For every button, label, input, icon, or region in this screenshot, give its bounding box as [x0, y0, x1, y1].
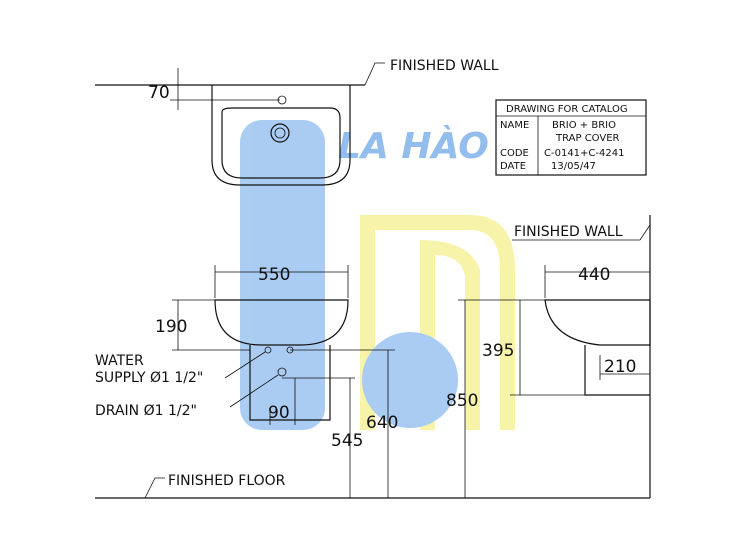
title-header: DRAWING FOR CATALOG — [506, 104, 628, 115]
water-supply-label-1: WATER — [95, 353, 144, 369]
date-label: DATE — [500, 161, 526, 172]
top-view: FINISHED WALL 70 — [95, 58, 499, 186]
finished-floor-label: FINISHED FLOOR — [168, 473, 286, 489]
dim-190: 190 — [155, 317, 187, 337]
code-value: C-0141+C-4241 — [544, 148, 624, 159]
dim-640: 640 — [366, 413, 398, 433]
dim-550: 550 — [258, 265, 290, 285]
front-view: 550 190 90 WATER SUPPLY Ø1 1/2" DRAIN Ø1… — [95, 265, 650, 499]
drain-label: DRAIN Ø1 1/2" — [95, 403, 197, 419]
finished-wall-side-label: FINISHED WALL — [514, 224, 623, 240]
title-block: DRAWING FOR CATALOG NAME BRIO + BRIO TRA… — [495, 99, 647, 176]
dim-850: 850 — [446, 391, 478, 411]
code-label: CODE — [500, 148, 529, 159]
dim-545: 545 — [331, 431, 363, 451]
dim-440: 440 — [578, 265, 610, 285]
dim-395: 395 — [482, 341, 514, 361]
dim-210: 210 — [604, 357, 636, 377]
dim-70: 70 — [148, 83, 170, 103]
date-value: 13/05/47 — [551, 161, 596, 172]
name-label: NAME — [500, 120, 529, 131]
dim-90: 90 — [268, 403, 290, 423]
name-value-2: TRAP COVER — [555, 133, 620, 144]
finished-wall-top-label: FINISHED WALL — [390, 58, 499, 74]
watermark-text: LA HÀO — [338, 125, 489, 167]
water-supply-label-2: SUPPLY Ø1 1/2" — [95, 370, 203, 386]
watermark-logo: LA HÀO — [240, 120, 515, 430]
name-value-1: BRIO + BRIO — [552, 120, 616, 131]
side-view: FINISHED WALL 440 395 210 — [482, 215, 651, 498]
